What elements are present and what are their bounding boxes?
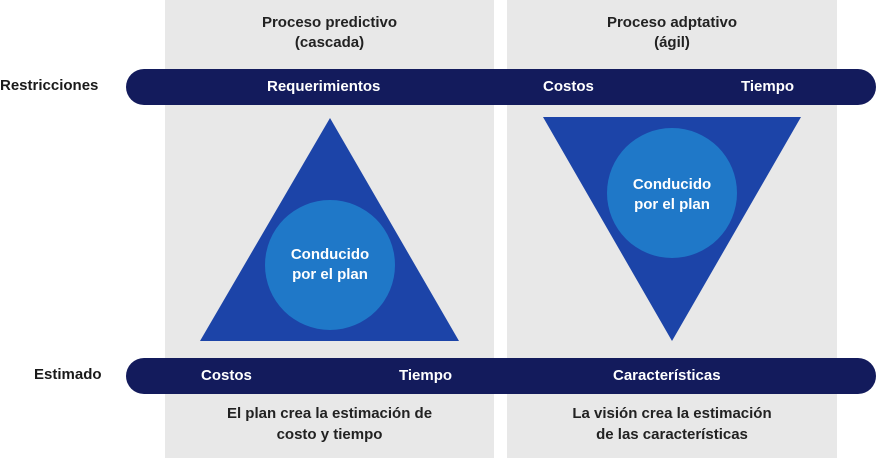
adaptive-caption-line1: La visión crea la estimación — [572, 405, 772, 422]
adaptive-title-line1: Proceso adptativo — [606, 14, 738, 31]
row-label-restricciones: Restricciones — [0, 77, 99, 94]
adaptive-shape-line2: por el plan — [634, 196, 710, 213]
predictive-circle — [265, 200, 395, 330]
top-bar-costos: Costos — [543, 78, 594, 95]
bottom-bar-caracteristicas: Características — [613, 367, 721, 384]
predictive-caption: El plan crea la estimación de costo y ti… — [165, 403, 494, 445]
adaptive-circle — [607, 128, 737, 258]
adaptive-shape-line1: Conducido — [632, 176, 712, 193]
predictive-shape-label: Conducido por el plan — [265, 245, 395, 285]
bottom-bar-tiempo: Tiempo — [399, 367, 453, 384]
top-bar-tiempo: Tiempo — [741, 78, 795, 95]
bottom-bar-costos: Costos — [201, 367, 252, 384]
predictive-caption-line2: costo y tiempo — [276, 426, 383, 443]
predictive-title-line1: Proceso predictivo — [261, 14, 398, 31]
estimado-bar: Costos Tiempo Características — [126, 358, 876, 394]
predictive-shape-line1: Conducido — [290, 246, 370, 263]
predictive-title: Proceso predictivo (cascada) — [165, 13, 494, 53]
predictive-caption-line1: El plan crea la estimación de — [226, 405, 433, 422]
predictive-title-line2: (cascada) — [294, 34, 365, 51]
adaptive-shape-label: Conducido por el plan — [607, 175, 737, 215]
row-label-estimado: Estimado — [34, 366, 102, 383]
predictive-shape-line2: por el plan — [292, 266, 368, 283]
restricciones-bar: Requerimientos Costos Tiempo — [126, 69, 876, 105]
adaptive-caption: La visión crea la estimación de las cara… — [507, 403, 837, 445]
adaptive-title-line2: (ágil) — [654, 34, 690, 51]
top-bar-requerimientos: Requerimientos — [267, 78, 381, 95]
adaptive-caption-line2: de las características — [596, 426, 748, 443]
adaptive-title: Proceso adptativo (ágil) — [507, 13, 837, 53]
